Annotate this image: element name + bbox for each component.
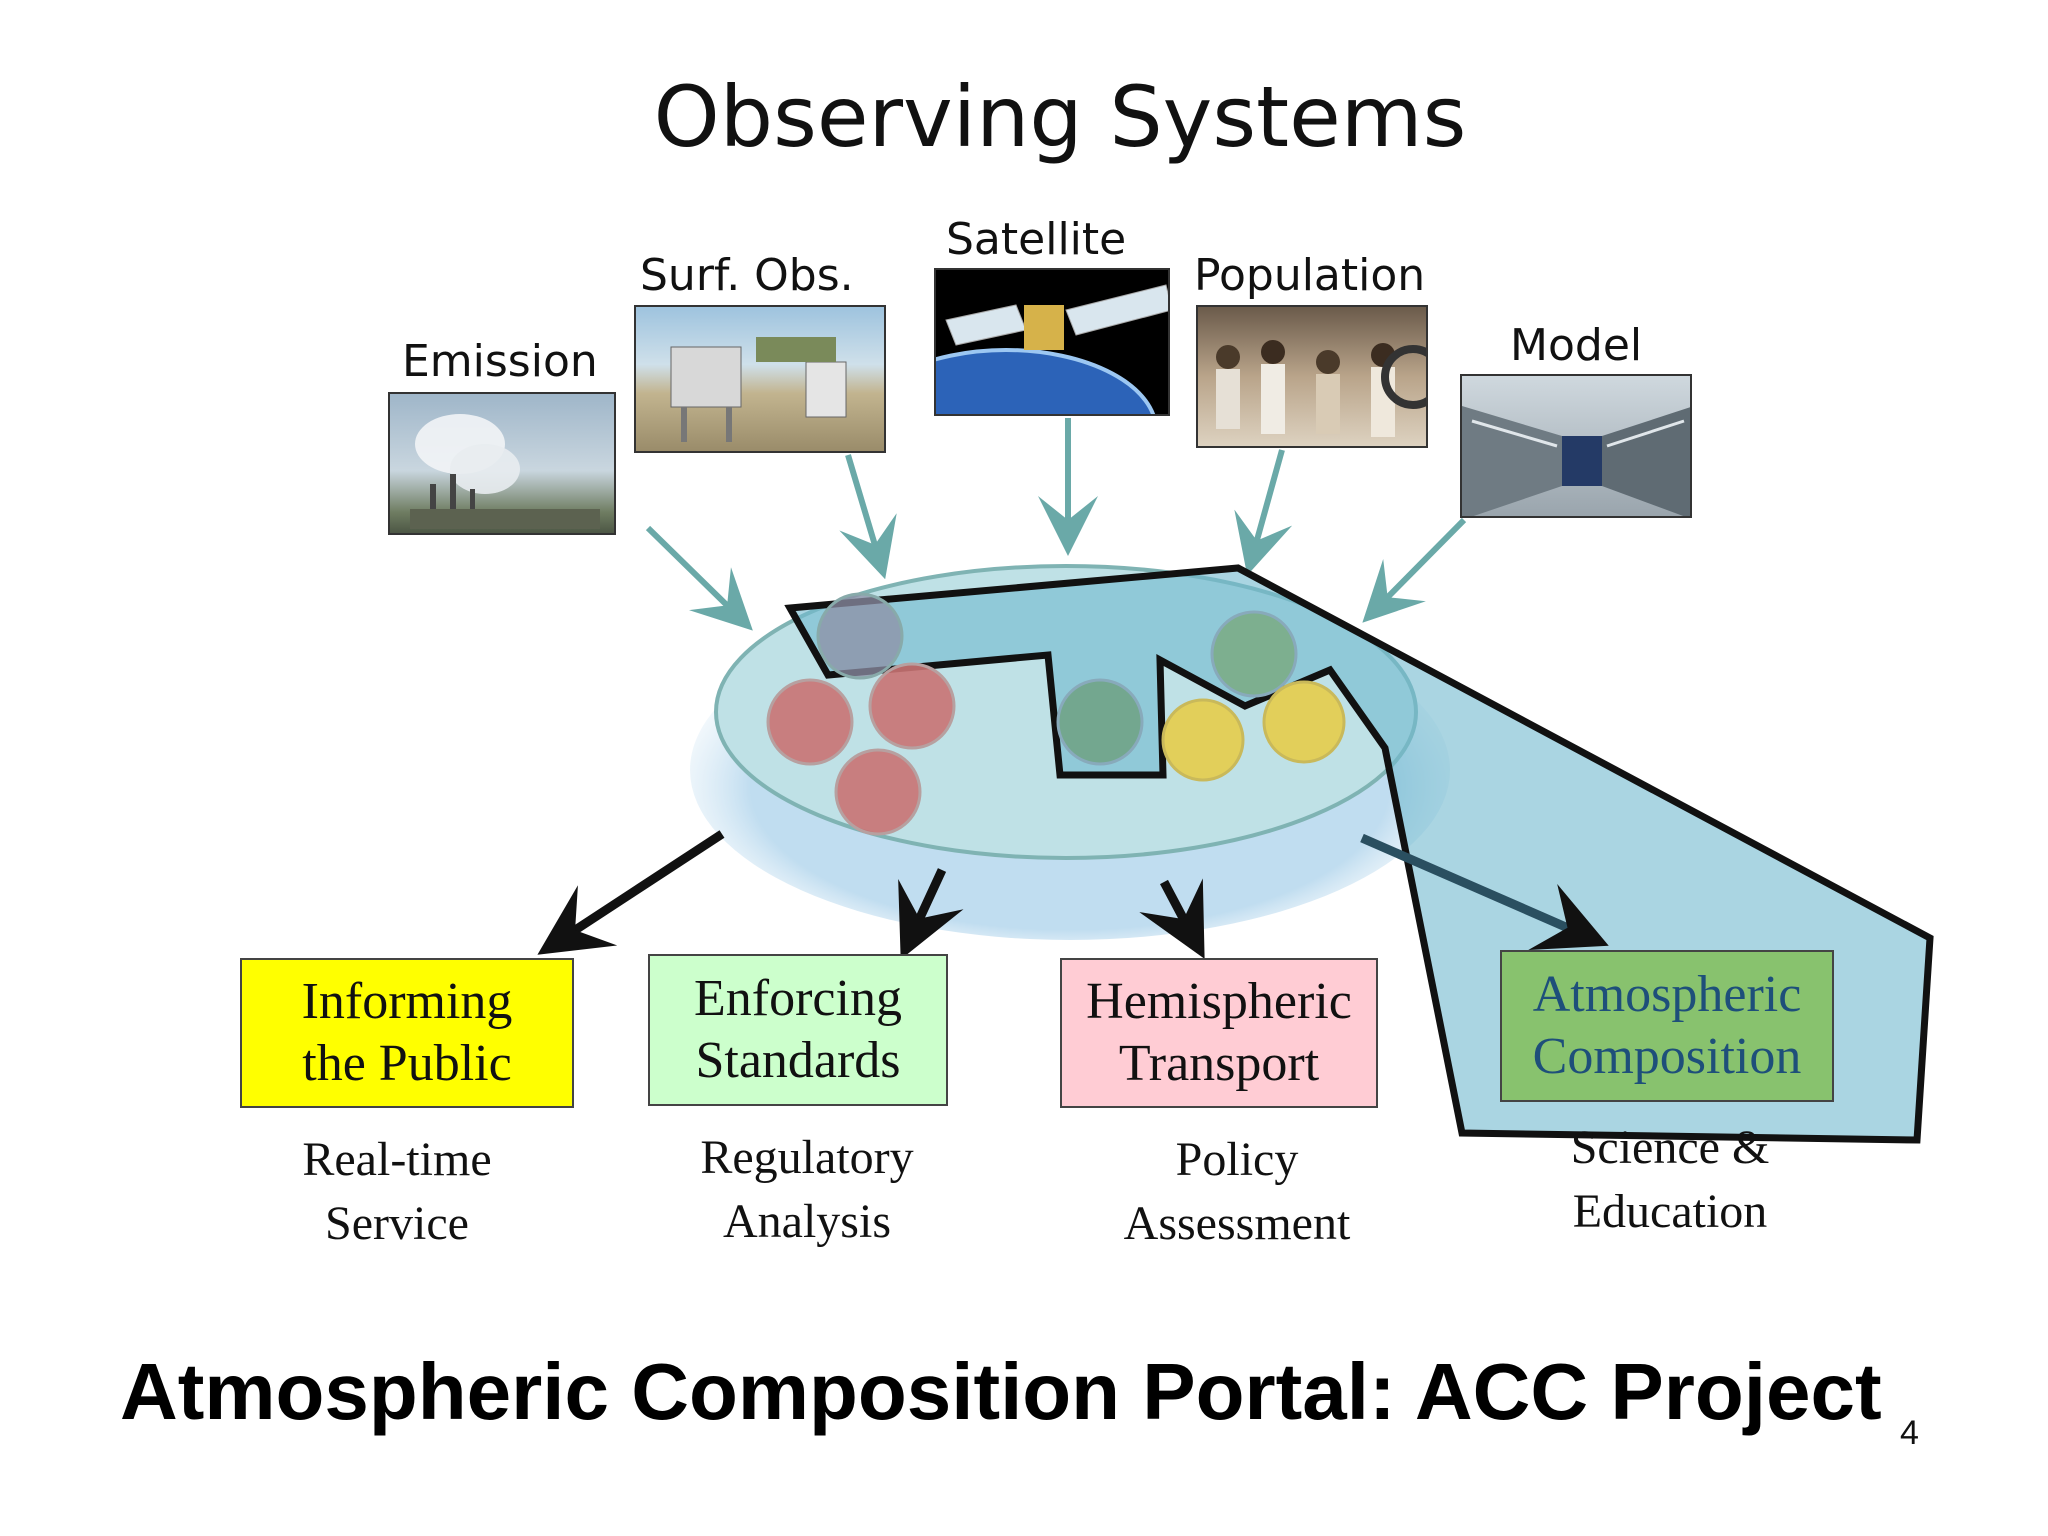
source-label-emission: Emission	[402, 336, 598, 387]
smokestack-photo	[388, 392, 616, 535]
arrow-surf-obs	[839, 454, 897, 580]
diagram-title: Observing Systems	[653, 68, 1467, 166]
arrow-model	[1362, 517, 1467, 623]
output-box-enforcing-standards: Enforcing Standards	[648, 954, 948, 1106]
dot-yellow-2	[1262, 680, 1346, 764]
output-box-informing-public: Informing the Public	[240, 958, 574, 1108]
dot-red-2	[868, 662, 956, 750]
arrow-to-enforcing	[898, 868, 964, 960]
crowd-photo	[1196, 305, 1428, 448]
source-label-population: Population	[1194, 250, 1426, 301]
footer-title: Atmospheric Composition Portal: ACC Proj…	[120, 1347, 1882, 1436]
dot-red-4	[816, 592, 904, 680]
arrow-to-informing	[537, 830, 725, 955]
dot-green-1	[1056, 678, 1144, 766]
source-label-surf-obs: Surf. Obs.	[640, 250, 854, 301]
caption-real-time-service: Real-time Service	[302, 1133, 492, 1250]
output-box-atmospheric-composition: Atmospheric Composition	[1500, 950, 1834, 1102]
source-label-satellite: Satellite	[946, 214, 1127, 265]
output-box-hemispheric-transport: Hemispheric Transport	[1060, 958, 1378, 1108]
supercomputer-photo	[1460, 374, 1692, 518]
dot-red-3	[834, 748, 922, 836]
caption-science-education: Science & Education	[1570, 1121, 1770, 1238]
dot-red-1	[766, 678, 854, 766]
surface-station-photo	[634, 305, 886, 453]
dot-green-2	[1210, 610, 1298, 698]
satellite-photo	[934, 268, 1170, 416]
arrow-to-atmospheric	[1360, 833, 1609, 950]
source-label-model: Model	[1510, 320, 1643, 371]
caption-regulatory-analysis: Regulatory Analysis	[700, 1131, 914, 1248]
caption-policy-assessment: Policy Assessment	[1123, 1133, 1351, 1250]
arrow-population	[1234, 449, 1293, 576]
arrow-to-hemispheric	[1139, 878, 1205, 959]
arrow-emission	[645, 525, 753, 631]
page-number: 4	[1900, 1414, 1919, 1452]
dot-yellow-1	[1161, 698, 1245, 782]
